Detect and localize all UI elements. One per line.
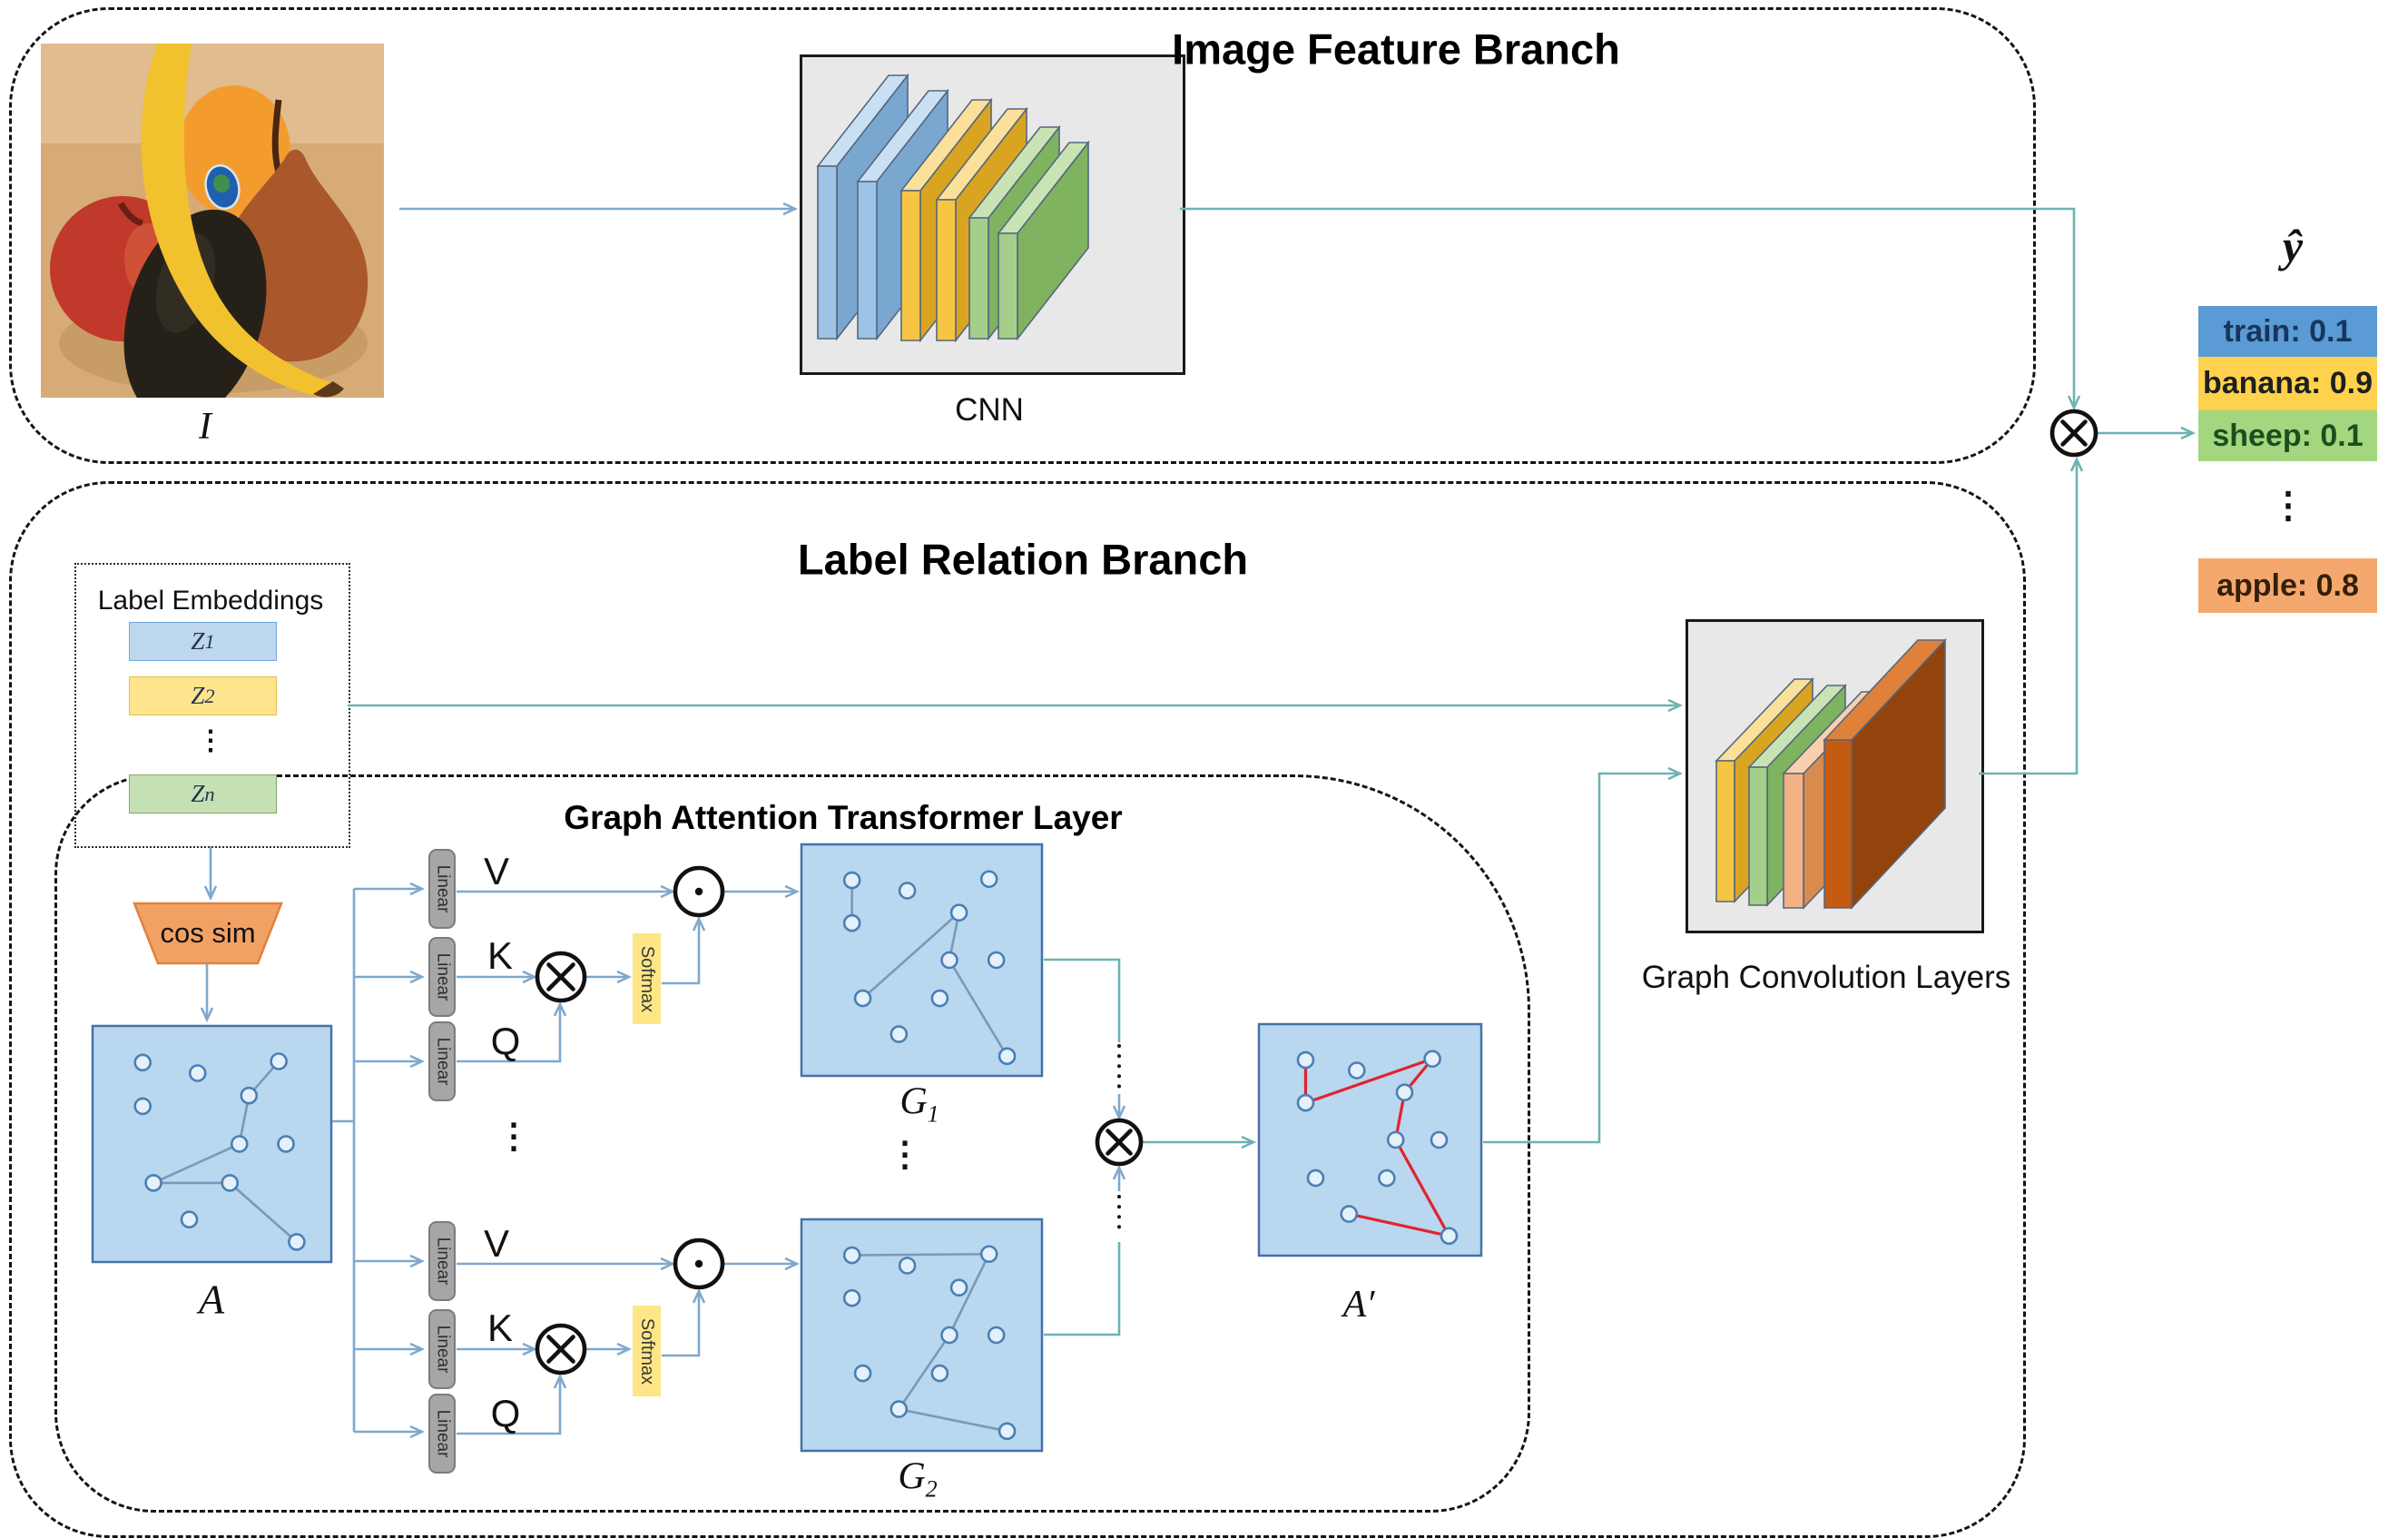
linear-box-6: Linear <box>428 1394 456 1474</box>
g2-base: G <box>898 1455 926 1498</box>
linear-box-1: Linear <box>428 849 456 929</box>
label-relation-branch-title: Label Relation Branch <box>797 535 1249 584</box>
pear-stem <box>271 99 282 173</box>
cnn-caption: CNN <box>955 392 1024 428</box>
g2-sub: 2 <box>925 1475 938 1503</box>
ellipsis-3: ⋮ <box>888 1135 922 1174</box>
graph-attention-transformer-layer-container <box>54 774 1530 1513</box>
gcn-block <box>1686 619 1984 933</box>
graph-g1-label: G1 <box>899 1080 939 1128</box>
prediction-row-sheep: sheep: 0.1 <box>2198 410 2377 461</box>
graph-a-prime-label: A′ <box>1342 1284 1375 1326</box>
prediction-row-banana: banana: 0.9 <box>2198 357 2377 410</box>
ellipsis-1: ⋮ <box>197 725 224 756</box>
image-feature-branch-title: Image Feature Branch <box>1172 25 1620 74</box>
input-image-label: I <box>199 406 211 448</box>
fruit-photo <box>41 44 384 398</box>
linear-box-5: Linear <box>428 1309 456 1389</box>
label-q1: Q <box>490 1020 521 1062</box>
ellipsis-2: ⋮ <box>496 1117 531 1156</box>
label-embeddings-title: Label Embeddings <box>97 586 324 616</box>
linear-box-3: Linear <box>428 1021 456 1101</box>
label-q2: Q <box>490 1392 521 1434</box>
banana <box>141 44 342 396</box>
prediction-row-apple: apple: 0.8 <box>2198 558 2377 613</box>
banana-tip <box>313 381 344 398</box>
cos-sim-label: cos sim <box>160 917 256 949</box>
g1-sub: 1 <box>927 1100 939 1128</box>
graph-a-label: A <box>198 1276 225 1323</box>
label-relation-branch-container <box>9 481 2026 1538</box>
cnn-block <box>800 54 1185 375</box>
gcn-caption: Graph Convolution Layers <box>1641 960 2011 995</box>
label-v2: V <box>483 1222 510 1265</box>
label-v1: V <box>483 850 510 892</box>
linear-box-2: Linear <box>428 937 456 1017</box>
banana-sticker <box>204 164 241 210</box>
label-k1: K <box>487 934 514 977</box>
ellipsis-4: ⋮ <box>2270 486 2306 526</box>
yhat-label: ŷ <box>2282 221 2304 271</box>
multiply-operator-1 <box>2049 409 2098 458</box>
gatl-title: Graph Attention Transformer Layer <box>564 799 1123 836</box>
prediction-row-train: train: 0.1 <box>2198 306 2377 357</box>
input-image <box>41 44 384 398</box>
label-k2: K <box>487 1306 514 1349</box>
softmax-box-2: Softmax <box>633 1306 661 1396</box>
graph-g2-label: G2 <box>898 1454 937 1503</box>
linear-box-4: Linear <box>428 1221 456 1301</box>
softmax-box-1: Softmax <box>633 933 661 1024</box>
g1-base: G <box>899 1080 928 1123</box>
